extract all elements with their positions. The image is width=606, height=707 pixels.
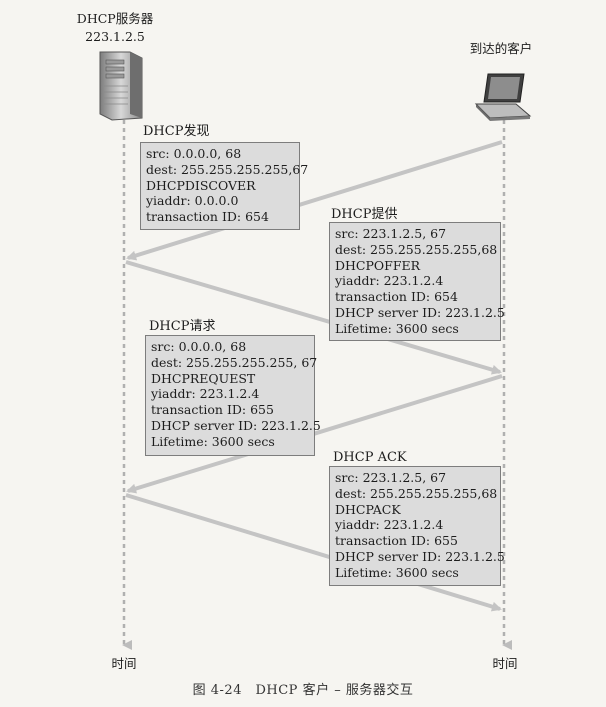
box-line: src: 223.1.2.5, 67: [335, 470, 447, 485]
arrow-request: [126, 374, 503, 494]
box-line: Lifetime: 3600 secs: [151, 433, 275, 449]
box-line: src: 0.0.0.0, 68: [151, 339, 247, 354]
server-title: DHCP服务器: [76, 11, 154, 26]
box-line: yiaddr: 223.1.2.4: [335, 273, 444, 289]
discover-title: DHCP发现: [143, 124, 210, 139]
box-line: dest: 255.255.255.255,67: [146, 161, 309, 177]
box-line: dest: 255.255.255.255,68: [335, 241, 498, 257]
arrow-discover: [126, 140, 503, 261]
box-line: Lifetime: 3600 secs: [335, 564, 459, 580]
arrow-offer: [125, 260, 502, 375]
server-ip: 223.1.2.5: [85, 29, 145, 44]
client-time-label: 时间: [492, 656, 518, 671]
ack-message-box: src: 223.1.2.5, 67 dest: 255.255.255.255…: [329, 466, 505, 586]
box-line: transaction ID: 655: [335, 533, 458, 549]
request-message-box: src: 0.0.0.0, 68 dest: 255.255.255.255, …: [145, 335, 321, 456]
box-line: transaction ID: 655: [151, 402, 274, 418]
offer-title: DHCP提供: [331, 207, 398, 222]
box-line: transaction ID: 654: [335, 289, 458, 305]
server-time-label: 时间: [111, 656, 137, 671]
box-line: yiaddr: 0.0.0.0: [146, 193, 239, 209]
figure-caption: 图 4-24 DHCP 客户 – 服务器交互: [192, 683, 414, 698]
box-line: Lifetime: 3600 secs: [335, 320, 459, 336]
client-title: 到达的客户: [469, 41, 533, 56]
laptop-icon: [474, 73, 532, 121]
box-line: DHCPREQUEST: [151, 370, 256, 386]
box-line: DHCPDISCOVER: [146, 177, 256, 193]
box-line: DHCP server ID: 223.1.2.5: [335, 304, 505, 320]
box-line: dest: 255.255.255.255, 67: [151, 354, 318, 370]
box-line: DHCPACK: [335, 501, 401, 517]
discover-message-box: src: 0.0.0.0, 68 dest: 255.255.255.255,6…: [140, 142, 309, 230]
box-line: src: 223.1.2.5, 67: [335, 226, 447, 241]
box-line: yiaddr: 223.1.2.4: [151, 386, 260, 402]
box-line: DHCP server ID: 223.1.2.5: [151, 417, 321, 433]
box-line: transaction ID: 654: [146, 209, 269, 225]
box-line: dest: 255.255.255.255,68: [335, 485, 498, 501]
box-line: src: 0.0.0.0, 68: [146, 146, 242, 161]
server-tower-icon: [99, 51, 143, 121]
box-line: DHCPOFFER: [335, 257, 421, 273]
offer-message-box: src: 223.1.2.5, 67 dest: 255.255.255.255…: [329, 222, 505, 341]
box-line: yiaddr: 223.1.2.4: [335, 517, 444, 533]
box-line: DHCP server ID: 223.1.2.5: [335, 548, 505, 564]
request-title: DHCP请求: [149, 319, 216, 334]
ack-title: DHCP ACK: [333, 450, 407, 465]
arrow-ack: [125, 493, 502, 612]
